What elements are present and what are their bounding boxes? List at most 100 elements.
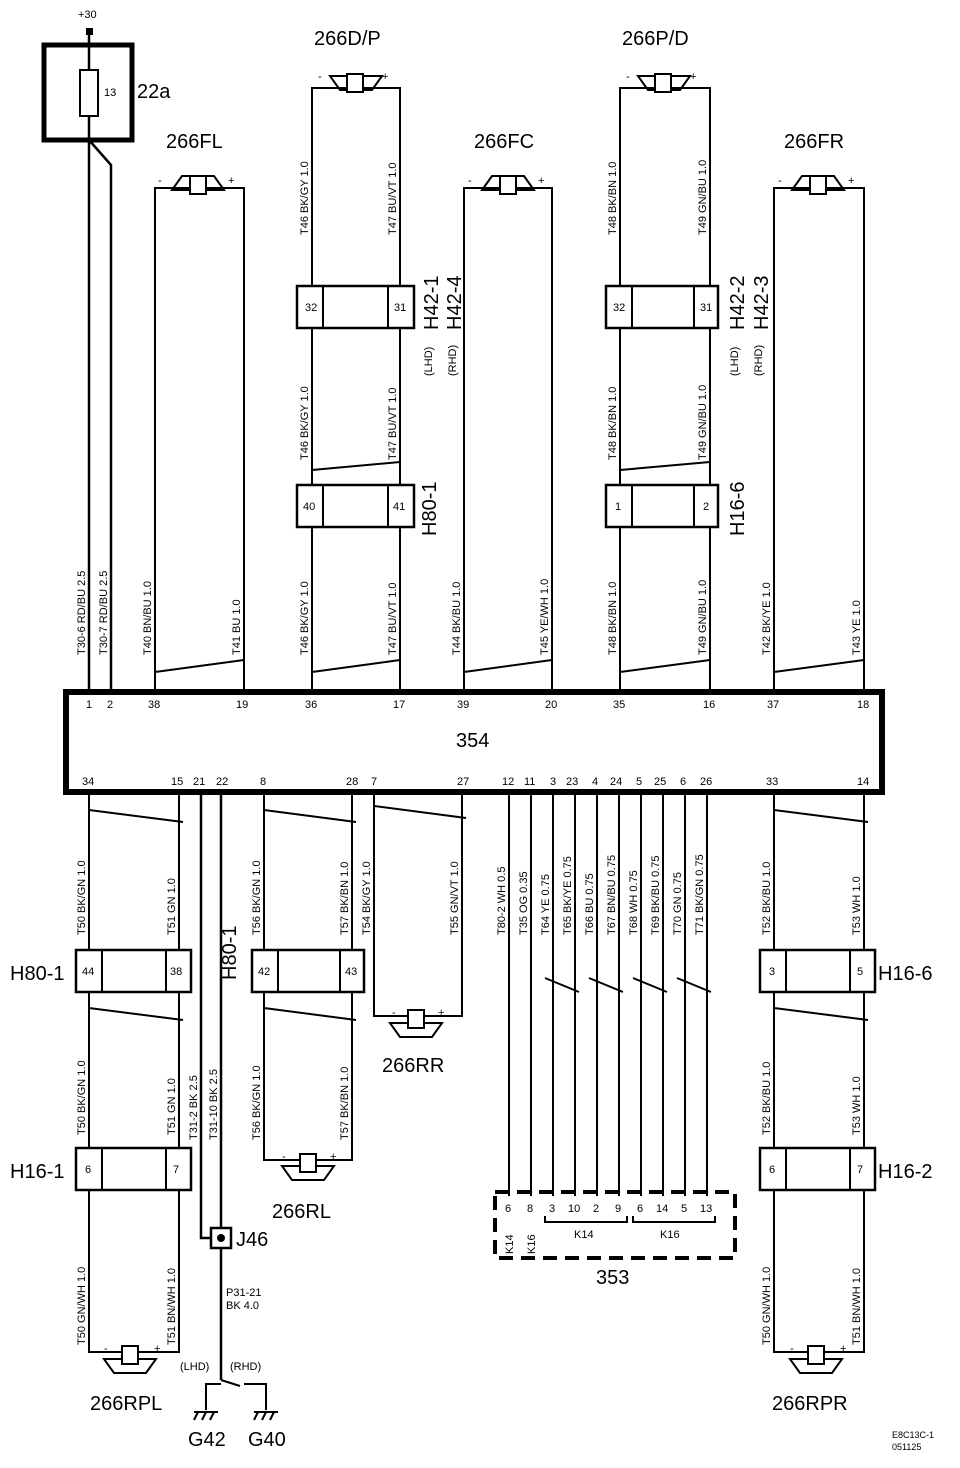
svg-text:T56 BK/GN 1.0: T56 BK/GN 1.0 xyxy=(251,860,263,935)
svg-text:28: 28 xyxy=(346,776,358,788)
svg-text:6: 6 xyxy=(85,1164,91,1176)
svg-text:2: 2 xyxy=(593,1203,599,1215)
svg-text:38: 38 xyxy=(148,699,160,711)
svg-text:T64 YE 0.75: T64 YE 0.75 xyxy=(540,874,552,935)
svg-text:-: - xyxy=(790,1343,794,1355)
svg-text:(LHD): (LHD) xyxy=(423,347,435,376)
svg-text:39: 39 xyxy=(457,699,469,711)
svg-text:2: 2 xyxy=(703,501,709,513)
svg-text:2: 2 xyxy=(107,699,113,711)
speaker-fl-label: 266FL xyxy=(166,131,223,153)
svg-text:T40 BN/BU 1.0: T40 BN/BU 1.0 xyxy=(142,581,154,655)
svg-text:7: 7 xyxy=(857,1164,863,1176)
svg-text:T65 BK/YE 0.75: T65 BK/YE 0.75 xyxy=(562,856,574,935)
svg-text:42: 42 xyxy=(258,966,270,978)
svg-text:T45 YE/WH 1.0: T45 YE/WH 1.0 xyxy=(539,579,551,655)
svg-text:T52 BK/BU 1.0: T52 BK/BU 1.0 xyxy=(761,1062,773,1135)
svg-text:23: 23 xyxy=(566,776,578,788)
svg-text:37: 37 xyxy=(767,699,779,711)
svg-text:(LHD): (LHD) xyxy=(729,347,741,376)
svg-text:+: + xyxy=(840,1343,846,1355)
svg-text:-: - xyxy=(318,71,322,83)
svg-text:18: 18 xyxy=(857,699,869,711)
svg-text:8: 8 xyxy=(260,776,266,788)
svg-text:T47 BU/VT 1.0: T47 BU/VT 1.0 xyxy=(387,582,399,655)
speaker-rpl: -+ 266RPL xyxy=(90,1343,162,1415)
svg-text:4: 4 xyxy=(592,776,598,788)
svg-text:13: 13 xyxy=(700,1203,712,1215)
svg-text:9: 9 xyxy=(615,1203,621,1215)
junction-j46: J46 xyxy=(209,1226,268,1251)
wire-labels-left: T50 BK/GN 1.0 T51 GN 1.0 T50 BK/GN 1.0 T… xyxy=(76,860,178,1345)
connector-h42-left: 32 31 xyxy=(295,284,416,330)
connector-h80-1-mid: 42 43 xyxy=(250,948,366,994)
connector-h16-6-bottom: 3 5 xyxy=(758,948,877,994)
label-h80-1-top: H80-1 xyxy=(419,482,441,536)
speaker-rl-label: 266RL xyxy=(272,1201,331,1223)
connector-h80-1-top: 40 41 xyxy=(295,483,416,529)
svg-text:1: 1 xyxy=(86,699,92,711)
fuse-box: 13 22a xyxy=(41,42,171,143)
wire-labels-top: T30-6 RD/BU 2.5 T30-7 RD/BU 2.5 T40 BN/B… xyxy=(76,160,863,655)
svg-text:T49 GN/BU 1.0: T49 GN/BU 1.0 xyxy=(697,580,709,655)
svg-text:T71 BK/GN 0.75: T71 BK/GN 0.75 xyxy=(694,854,706,935)
svg-text:(RHD): (RHD) xyxy=(447,345,459,376)
svg-text:27: 27 xyxy=(457,776,469,788)
wire-labels-right: T52 BK/BU 1.0 T53 WH 1.0 T52 BK/BU 1.0 T… xyxy=(761,862,863,1345)
svg-text:34: 34 xyxy=(82,776,94,788)
connector-h16-1: 6 7 xyxy=(74,1146,193,1192)
svg-text:T46 BK/GY 1.0: T46 BK/GY 1.0 xyxy=(299,161,311,235)
module-pins-top: 1 2 38 19 36 17 39 20 35 16 37 18 xyxy=(86,699,869,711)
svg-text:T57 BK/BN 1.0: T57 BK/BN 1.0 xyxy=(339,1067,351,1140)
svg-text:J46: J46 xyxy=(236,1229,268,1251)
speaker-fc-label: 266FC xyxy=(474,131,534,153)
svg-text:35: 35 xyxy=(613,699,625,711)
svg-text:+: + xyxy=(538,175,544,187)
supply-label: +30 xyxy=(78,9,97,21)
svg-text:32: 32 xyxy=(305,302,317,314)
svg-text:-: - xyxy=(626,71,630,83)
svg-text:T56 BK/GN 1.0: T56 BK/GN 1.0 xyxy=(251,1065,263,1140)
speaker-pd: -+ 266P/D xyxy=(622,28,696,93)
svg-text:T48 BK/BN 1.0: T48 BK/BN 1.0 xyxy=(607,162,619,235)
svg-text:-: - xyxy=(392,1007,396,1019)
fuse-number: 13 xyxy=(104,87,116,99)
svg-text:11: 11 xyxy=(524,776,535,788)
svg-text:20: 20 xyxy=(545,699,557,711)
svg-text:10: 10 xyxy=(568,1203,580,1215)
svg-text:26: 26 xyxy=(700,776,712,788)
speaker-rl: -+ 266RL xyxy=(272,1151,336,1223)
svg-text:14: 14 xyxy=(857,776,869,788)
svg-text:(RHD): (RHD) xyxy=(230,1361,261,1373)
svg-text:T48 BK/BN 1.0: T48 BK/BN 1.0 xyxy=(607,387,619,460)
svg-text:T31-2 BK 2.5: T31-2 BK 2.5 xyxy=(188,1075,200,1140)
svg-text:T30-6 RD/BU 2.5: T30-6 RD/BU 2.5 xyxy=(76,571,88,655)
speaker-dp-label: 266D/P xyxy=(314,28,381,50)
speaker-pd-label: 266P/D xyxy=(622,28,689,50)
svg-text:-: - xyxy=(778,175,782,187)
svg-text:T50 BK/GN 1.0: T50 BK/GN 1.0 xyxy=(76,1060,88,1135)
svg-text:K16: K16 xyxy=(660,1229,680,1241)
module-label: 354 xyxy=(456,730,489,752)
connector-353: 6 8 3 10 2 9 6 14 5 13 K14 K16 K14 K16 3… xyxy=(493,1190,737,1289)
label-h42-1: H42-1 xyxy=(421,276,443,330)
svg-text:T51 BN/WH 1.0: T51 BN/WH 1.0 xyxy=(851,1268,863,1345)
footer-date: 051125 xyxy=(892,1442,921,1452)
wire-labels-353: T80-2 WH 0.5 T35 OG 0.35 T64 YE 0.75 T65… xyxy=(496,854,706,935)
svg-text:+: + xyxy=(848,175,854,187)
svg-text:15: 15 xyxy=(171,776,183,788)
svg-text:T47 BU/VT 1.0: T47 BU/VT 1.0 xyxy=(387,162,399,235)
svg-text:31: 31 xyxy=(700,302,712,314)
svg-text:T70 GN 0.75: T70 GN 0.75 xyxy=(672,872,684,935)
svg-text:T50 GN/WH 1.0: T50 GN/WH 1.0 xyxy=(76,1267,88,1345)
svg-text:16: 16 xyxy=(703,699,715,711)
svg-text:7: 7 xyxy=(371,776,377,788)
svg-text:6: 6 xyxy=(680,776,686,788)
speaker-fr-label: 266FR xyxy=(784,131,844,153)
speaker-rr: -+ 266RR xyxy=(382,1007,444,1077)
svg-text:T66 BU 0.75: T66 BU 0.75 xyxy=(584,873,596,935)
supply-terminal xyxy=(86,28,93,35)
svg-text:T69 BK/BU 0.75: T69 BK/BU 0.75 xyxy=(650,856,662,936)
svg-text:T47 BU/VT 1.0: T47 BU/VT 1.0 xyxy=(387,387,399,460)
